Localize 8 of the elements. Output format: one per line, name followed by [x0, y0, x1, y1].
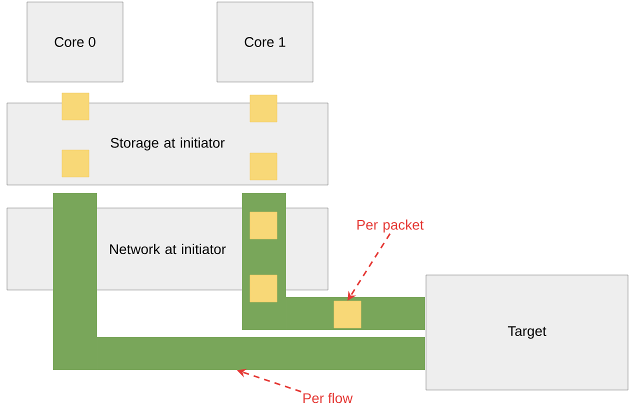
packet-square [334, 300, 362, 328]
component-box: Core 0 [26, 2, 124, 82]
flow-band [97, 337, 425, 370]
note-text: Per packet [357, 220, 424, 232]
component-box: Storage at initiator [6, 102, 328, 186]
note-text: Per flow [303, 392, 353, 404]
component-box: Core 1 [216, 2, 314, 82]
component-box: Target [426, 274, 628, 390]
